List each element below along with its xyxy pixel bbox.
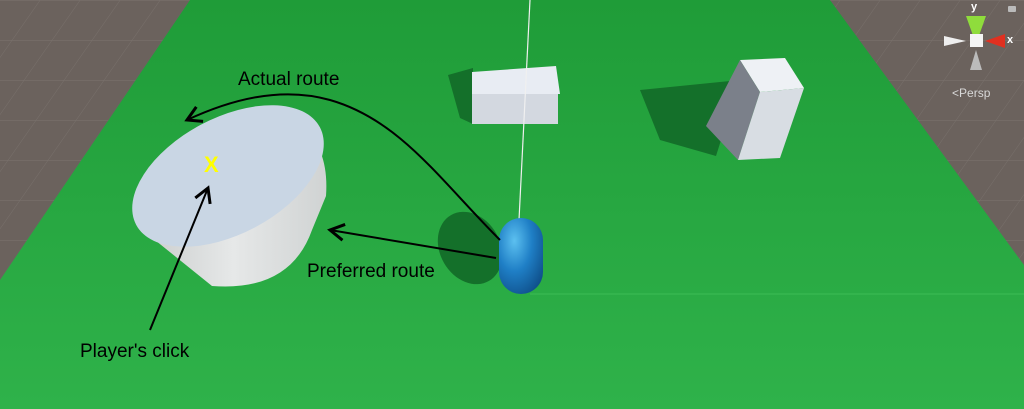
click-target-mark: X <box>204 152 219 177</box>
actual-route-label: Actual route <box>238 69 340 90</box>
cylinder-object[interactable] <box>109 76 347 287</box>
preferred-route-label: Preferred route <box>307 261 435 282</box>
player-capsule[interactable] <box>499 218 543 294</box>
orientation-gizmo[interactable] <box>944 16 1005 70</box>
projection-toggle[interactable]: <Persp <box>952 86 991 100</box>
actual-route-arrow <box>184 93 501 241</box>
gizmo-center-cube <box>970 34 983 47</box>
capsule-shadow <box>437 211 503 285</box>
gizmo-neg-y-cone <box>970 50 982 70</box>
tilted-box-object[interactable] <box>706 58 804 160</box>
players-click-label: Player's click <box>80 341 190 362</box>
lock-icon[interactable] <box>1008 6 1016 12</box>
gizmo-x-cone <box>985 34 1005 48</box>
box-shadow <box>448 68 473 124</box>
ray-line <box>518 0 531 221</box>
gizmo-y-label: y <box>971 1 978 13</box>
box-object[interactable] <box>472 66 560 124</box>
box2-shadow <box>640 80 740 156</box>
players-click-arrow <box>149 185 212 331</box>
projection-label: Persp <box>959 86 991 100</box>
gizmo-y-cone <box>966 16 986 44</box>
preferred-route-arrow <box>327 223 497 259</box>
gizmo-neg-x-cone <box>944 36 966 46</box>
gizmo-x-label: x <box>1007 34 1014 46</box>
